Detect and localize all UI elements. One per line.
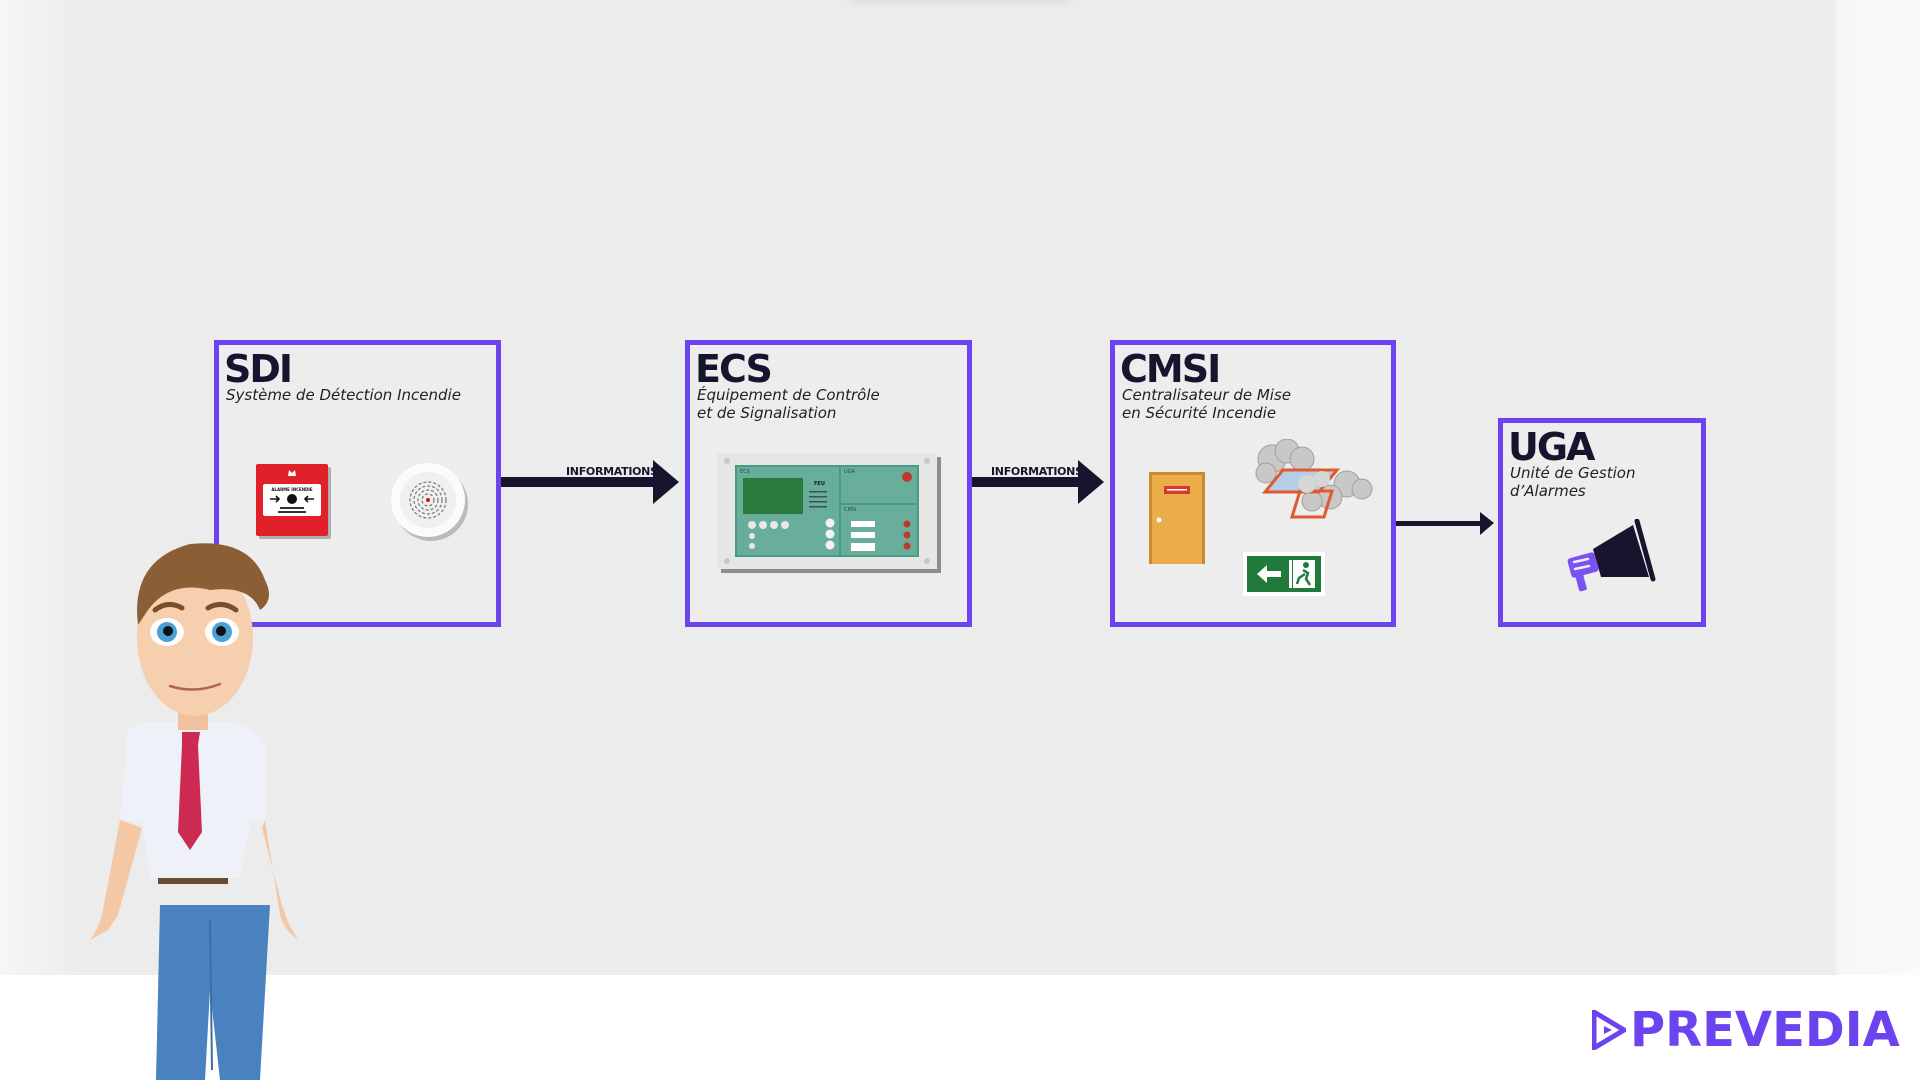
arrow-cmsi-to-uga (1396, 512, 1494, 535)
presenter-character (90, 543, 298, 1080)
node-title: SDI (224, 347, 293, 391)
node-description: Unité de Gestion d’Alarmes (1510, 464, 1636, 500)
panel-feu-label: FEU (814, 481, 825, 487)
hair (137, 543, 269, 625)
emergency-exit-sign-icon (1243, 552, 1325, 596)
tie (178, 732, 202, 850)
eyes (150, 618, 239, 646)
left-arm (90, 820, 142, 940)
node-cmsi: CMSI Centralisateur de Mise en Sécurité … (1110, 340, 1396, 627)
panel-section-ecs: ECS (740, 469, 750, 475)
node-description: Système de Détection Incendie (226, 386, 461, 404)
right-arm (262, 820, 298, 940)
node-title: CMSI (1120, 347, 1221, 391)
belt (158, 876, 228, 884)
arrow-ecs-to-cmsi (972, 460, 1104, 504)
fire-door-icon (1149, 472, 1205, 564)
smoke-detector-icon (391, 463, 468, 541)
face (137, 560, 253, 716)
top-shadow (850, 0, 1070, 2)
node-ecs: ECS Équipement de Contrôle et de Signali… (685, 340, 972, 627)
brand-name: PREVEDIA (1630, 1002, 1900, 1058)
control-panel-icon: ECS UGA CMSI FEU (717, 453, 941, 573)
megaphone-icon (1567, 519, 1656, 592)
arrow-sdi-to-ecs (501, 460, 679, 504)
manual-call-point-icon: ALARME INCENDIE (256, 464, 331, 539)
play-triangle-icon (1592, 1010, 1626, 1050)
brand-logo: PREVEDIA (1592, 1005, 1900, 1055)
edge-label: INFORMATIONS (566, 465, 658, 478)
node-title: ECS (695, 347, 773, 391)
call-point-label: ALARME INCENDIE (271, 487, 313, 492)
node-uga: UGA Unité de Gestion d’Alarmes (1498, 418, 1706, 627)
node-description: Équipement de Contrôle et de Signalisati… (697, 386, 880, 422)
footer-band (0, 975, 1920, 1080)
node-sdi: SDI Système de Détection Incendie ALARME… (214, 340, 501, 627)
node-title: UGA (1508, 425, 1595, 469)
legs (156, 905, 270, 1080)
panel-section-cmsi: CMSI (844, 507, 856, 513)
edge-label: INFORMATIONS (991, 465, 1083, 478)
panel-section-uga: UGA (844, 469, 856, 475)
node-description: Centralisateur de Mise en Sécurité Incen… (1122, 386, 1292, 422)
smile (168, 682, 222, 691)
smoke-vent-icon (1255, 439, 1373, 519)
